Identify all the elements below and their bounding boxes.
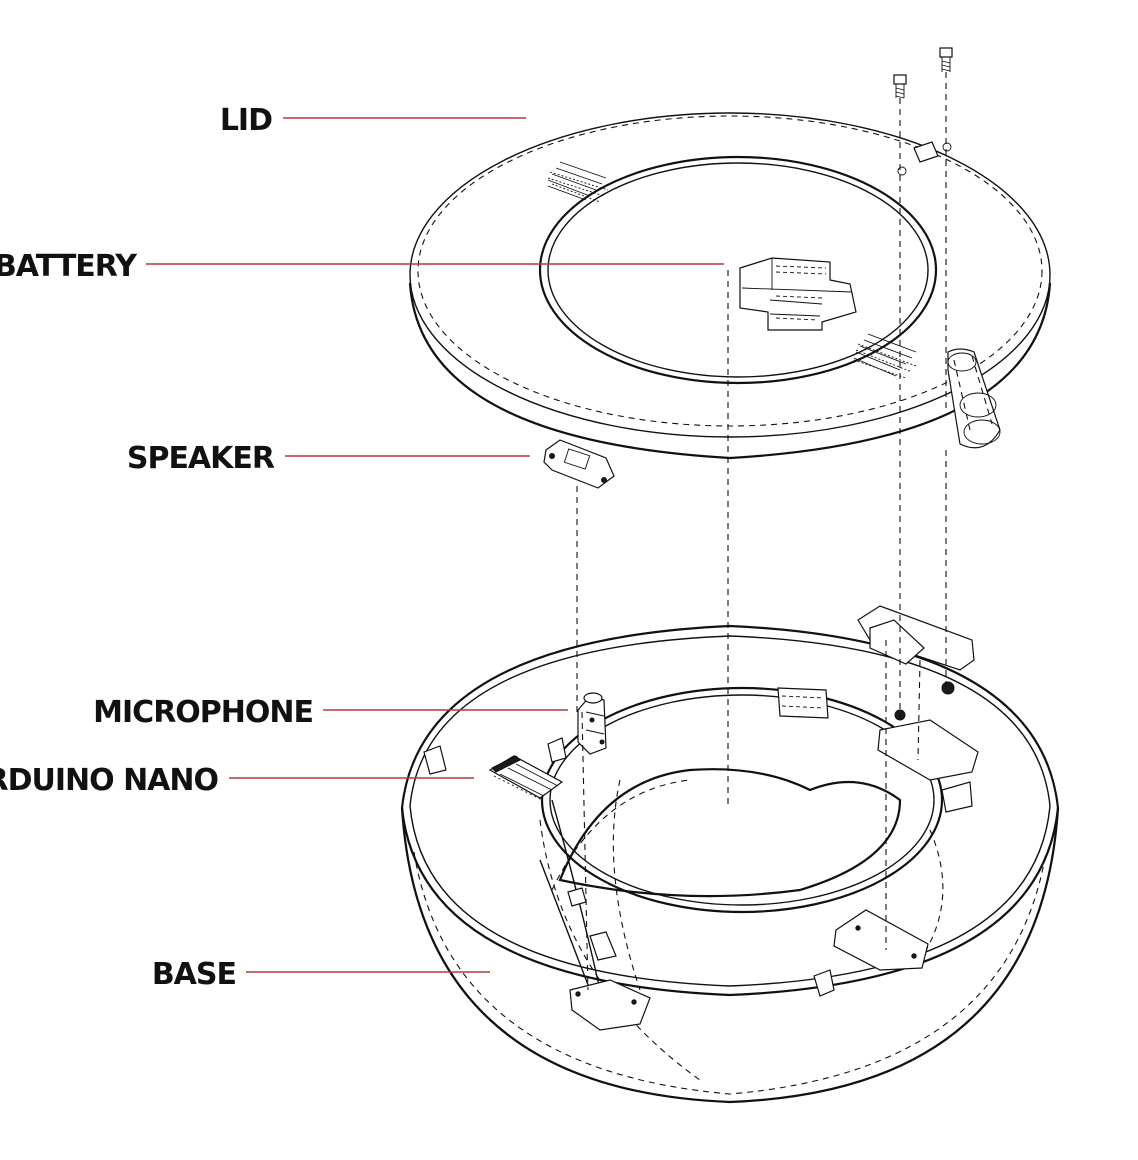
screw-left [893, 74, 907, 99]
lid-part [408, 112, 1052, 460]
label-lid: LID [220, 103, 272, 138]
label-microphone: MICROPHONE [93, 695, 313, 730]
lid-grill-left [547, 161, 609, 203]
battery-part [739, 257, 857, 331]
label-speaker: SPEAKER [127, 441, 275, 476]
microphone-part [547, 692, 607, 763]
lid-post [947, 348, 1001, 449]
speaker-part [543, 439, 615, 489]
label-arduino-nano: ARDUINO NANO [0, 763, 218, 798]
label-base: BASE [152, 957, 236, 992]
arduino-nano-part [488, 755, 564, 801]
base-part [400, 605, 1060, 1104]
label-battery: BATTERY [0, 249, 138, 284]
assembly-axes [576, 72, 947, 991]
screw-right [939, 47, 953, 72]
lid-grill-right [853, 333, 917, 379]
